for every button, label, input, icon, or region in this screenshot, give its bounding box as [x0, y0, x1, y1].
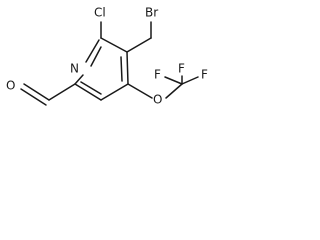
ether-oxygen-label: O	[153, 93, 162, 107]
bond-c6-n	[74, 74, 84, 85]
chlorine-label: Cl	[94, 6, 106, 20]
bond-cf3-f-right	[181, 76, 199, 85]
fluorine-right-label: F	[201, 68, 208, 82]
chemical-structure: Br Cl N O O F F F	[6, 6, 208, 107]
bond-n-c2	[85, 39, 100, 63]
double-bond-c2-n-inner	[90, 46, 102, 67]
bond-c3-c4	[126, 51, 129, 85]
bond-o-cf3	[165, 83, 183, 99]
bond-c4-c5	[100, 83, 129, 101]
bond-c2-c3	[100, 37, 128, 53]
bond-cho-o-a	[23, 83, 50, 101]
bond-c4-o	[127, 83, 153, 99]
nitrogen-label: N	[70, 62, 79, 76]
bromine-label: Br	[145, 6, 158, 20]
fluorine-left-label: F	[154, 68, 161, 82]
bond-cho-o-b	[20, 88, 47, 106]
double-bond-c3-c4-inner	[120, 56, 123, 82]
bond-c5-c6	[74, 83, 102, 101]
bond-cf3-f-left	[164, 76, 183, 85]
pyridine-ring	[74, 37, 129, 101]
fluorine-top-label: F	[178, 62, 185, 76]
double-bond-c5-c6-inner	[80, 81, 102, 95]
bond-c3-ch2	[126, 37, 152, 53]
bond-c6-cho	[48, 83, 76, 101]
aldehyde-oxygen-label: O	[6, 79, 15, 93]
